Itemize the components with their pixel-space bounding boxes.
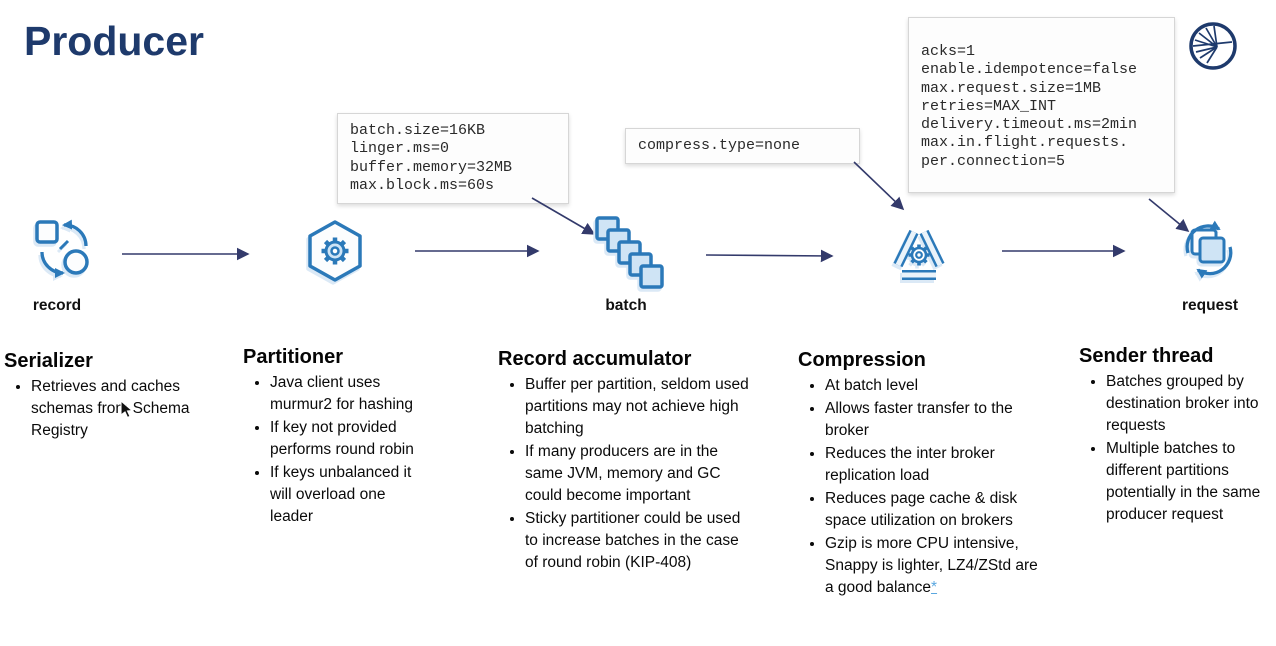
column-heading: Serializer — [4, 350, 93, 372]
page-title: Producer — [24, 18, 204, 64]
bullet-item: Gzip is more CPU intensive, Snappy is li… — [825, 533, 1038, 599]
bullet-item: Buffer per partition, seldom used partit… — [525, 374, 750, 440]
request-cycle-icon — [1177, 217, 1241, 290]
column-heading: Sender thread — [1079, 345, 1214, 367]
compression-recycle-gear-icon — [885, 219, 953, 288]
bullet-item: Reduces page cache & disk space utilizat… — [825, 488, 1038, 532]
bullet-item: Sticky partitioner could be used to incr… — [525, 508, 750, 574]
column-partitioner: Partitioner Java client uses murmur2 for… — [243, 345, 429, 529]
config-line: batch.size=16KB — [350, 122, 486, 139]
config-line: acks=1 — [921, 43, 976, 60]
bullet-list: Java client uses murmur2 for hashingIf k… — [243, 372, 429, 528]
footnote-asterisk-link[interactable]: * — [931, 579, 938, 596]
config-line: compress.type=none — [638, 137, 801, 154]
stage-label-request: request — [1182, 297, 1238, 314]
stage-label-record: record — [32, 297, 82, 314]
config-line: linger.ms=0 — [350, 140, 450, 158]
stage-label-batch: batch — [605, 297, 647, 314]
bullet-item: At batch level — [825, 375, 1038, 397]
column-compression: Compression At batch levelAllows faster … — [798, 348, 1038, 600]
partitioner-hexagon-gear-icon — [305, 219, 365, 288]
arrow-compression-box-to-icon — [853, 161, 905, 211]
arrow-batch-to-compression — [705, 249, 834, 263]
config-line: per.connection=5 — [921, 152, 1066, 170]
bullet-list: Retrieves and caches schemas from Schema… — [4, 376, 210, 442]
config-line: enable.idempotence=false — [921, 61, 1138, 79]
mouse-cursor — [120, 399, 134, 424]
config-box-compression: compress.type=none — [625, 128, 860, 165]
column-heading: Partitioner — [243, 346, 344, 368]
column-sender-thread: Sender thread Batches grouped by destina… — [1079, 344, 1276, 527]
bullet-item: Allows faster transfer to the broker — [825, 398, 1038, 442]
bullet-list: At batch levelAllows faster transfer to … — [798, 375, 1038, 599]
config-line: buffer.memory=32MB — [350, 158, 513, 176]
bullet-item: Java client uses murmur2 for hashing — [270, 372, 429, 416]
bullet-item: If many producers are in the same JVM, m… — [525, 441, 750, 507]
config-line: max.block.ms=60s — [350, 176, 495, 194]
bullet-item: Multiple batches to different partitions… — [1106, 438, 1276, 526]
config-line: delivery.timeout.ms=2min — [921, 116, 1138, 134]
config-line: retries=MAX_INT — [921, 97, 1057, 115]
bullet-item: Reduces the inter broker replication loa… — [825, 443, 1038, 487]
bullet-item: Retrieves and caches schemas from Schema… — [31, 376, 210, 442]
batch-squares-icon — [594, 215, 664, 294]
bullet-item: If key not provided performs round robin — [270, 417, 429, 461]
column-record-accumulator: Record accumulator Buffer per partition,… — [498, 347, 750, 575]
record-icon — [33, 218, 95, 285]
bullet-list: Buffer per partition, seldom used partit… — [498, 374, 750, 574]
column-serializer: Serializer Retrieves and caches schemas … — [4, 349, 210, 443]
column-heading: Compression — [798, 349, 926, 371]
bullet-item: If keys unbalanced it will overload one … — [270, 462, 429, 528]
bullet-item: Batches grouped by destination broker in… — [1106, 371, 1276, 437]
config-line: max.in.flight.requests. — [921, 134, 1129, 152]
confluent-burst-logo-icon — [1187, 20, 1239, 77]
bullet-list: Batches grouped by destination broker in… — [1079, 371, 1276, 526]
config-line: max.request.size=1MB — [921, 79, 1102, 97]
column-heading: Record accumulator — [498, 348, 692, 370]
